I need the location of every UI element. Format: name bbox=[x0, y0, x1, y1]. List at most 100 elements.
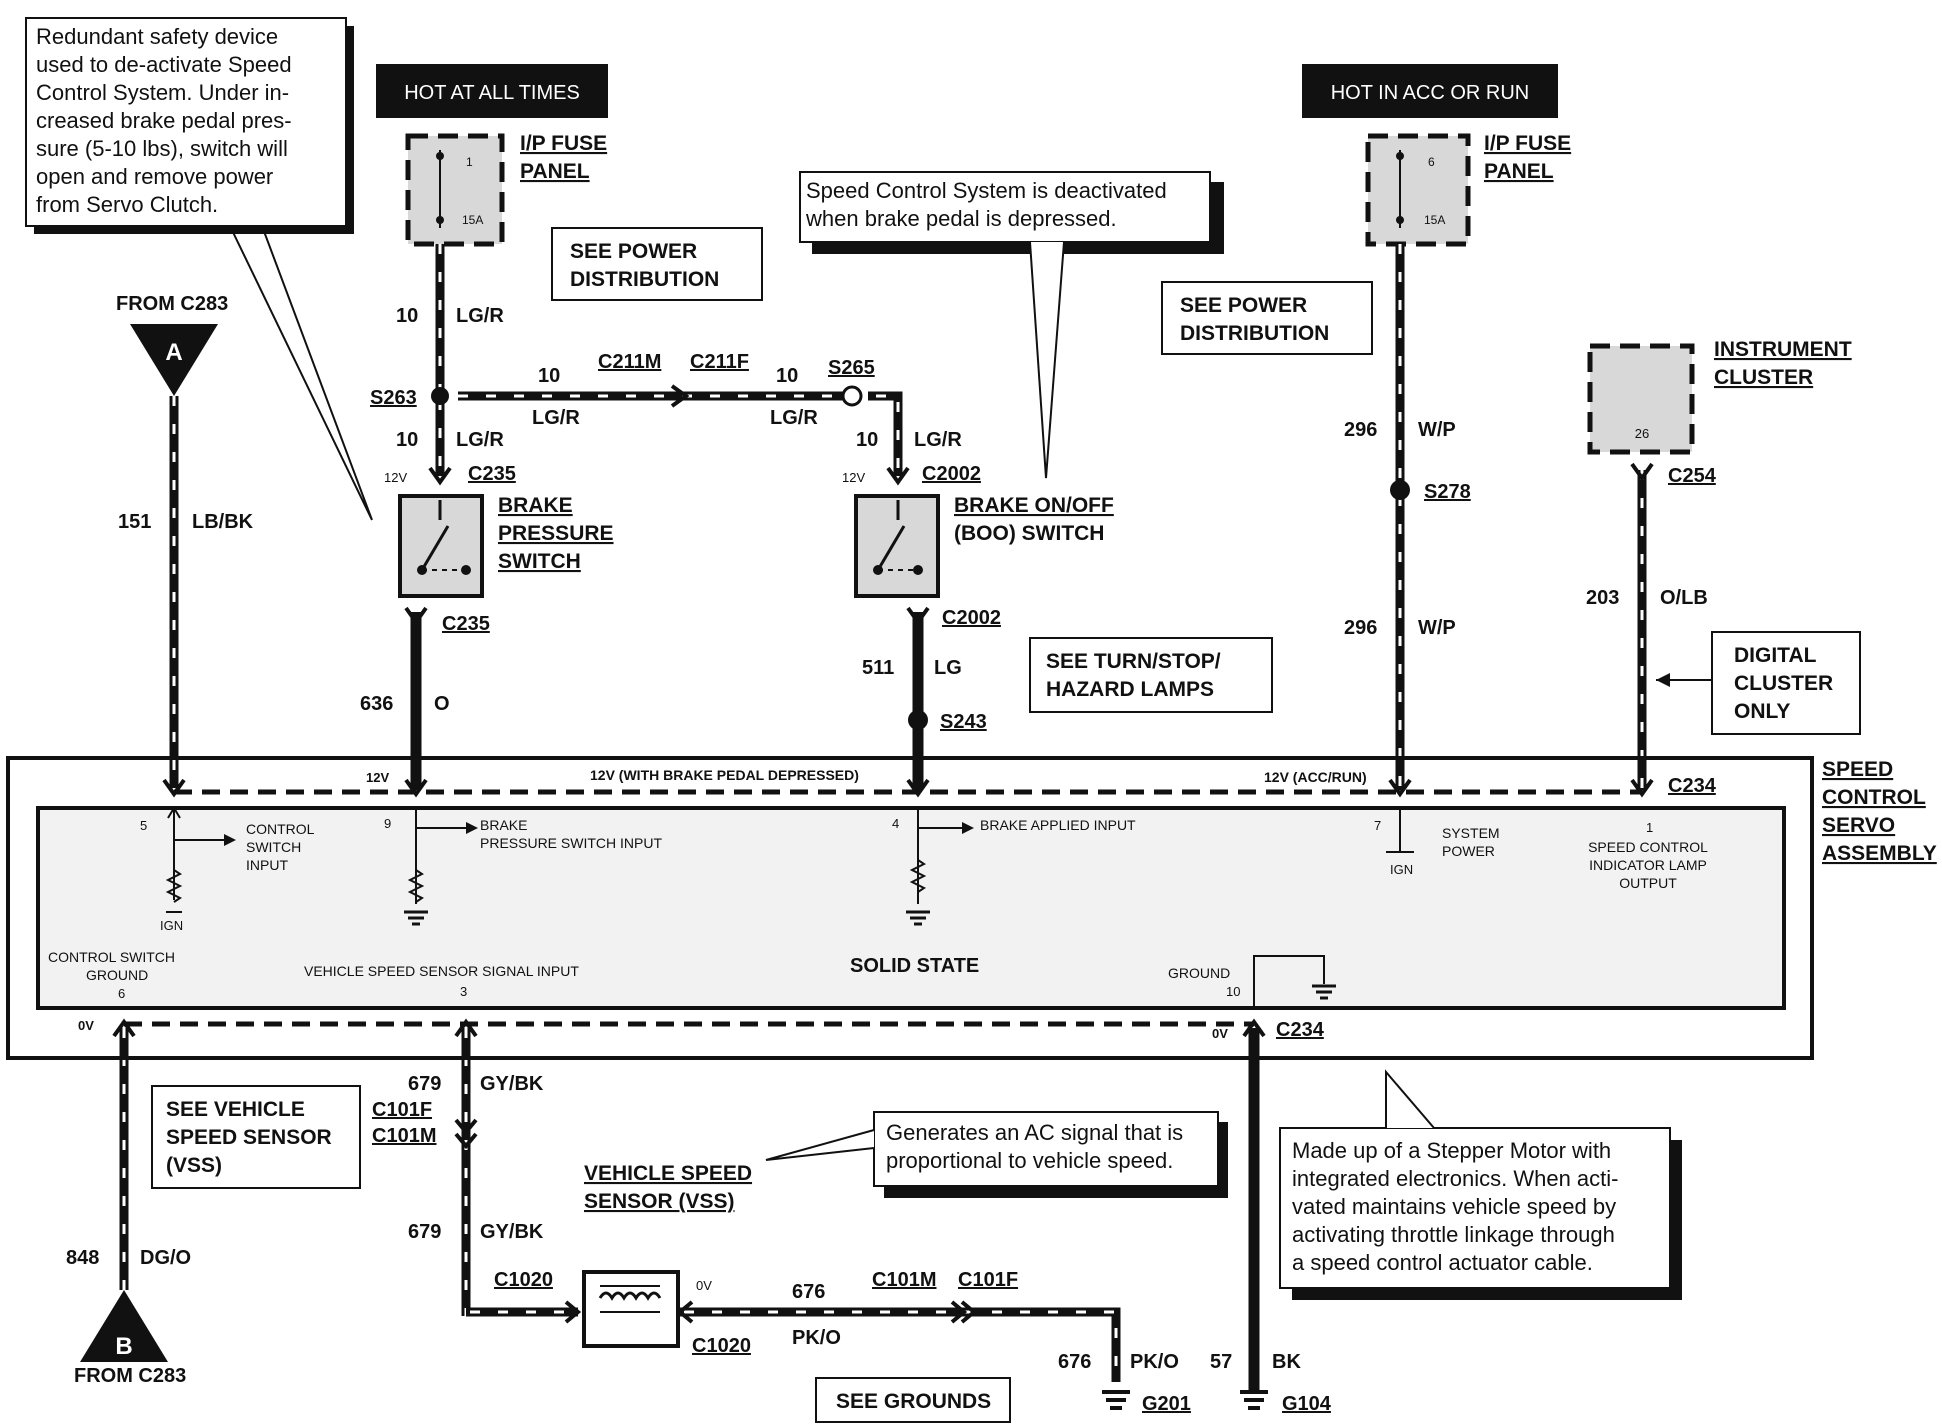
svg-text:SOLID STATE: SOLID STATE bbox=[850, 955, 979, 977]
note-stepper-motor: Made up of a Stepper Motor with integrat… bbox=[1279, 1069, 1682, 1300]
svg-text:SPEED SENSOR: SPEED SENSOR bbox=[166, 1126, 332, 1149]
svg-text:IGN: IGN bbox=[160, 918, 183, 933]
svg-text:integrated electronics. When a: integrated electronics. When acti- bbox=[1292, 1166, 1619, 1191]
svg-text:ASSEMBLY: ASSEMBLY bbox=[1822, 842, 1937, 865]
wire-labels: 151 LB/BK 10 LG/R 10 LG/R 10 LG/R 10 LG/… bbox=[66, 305, 1708, 1373]
header-hot-acc-run: HOT IN ACC OR RUN bbox=[1302, 64, 1558, 118]
wires bbox=[119, 244, 1647, 1390]
svg-text:4: 4 bbox=[892, 816, 899, 831]
svg-text:9: 9 bbox=[384, 816, 391, 831]
svg-text:BRAKE APPLIED INPUT: BRAKE APPLIED INPUT bbox=[980, 817, 1136, 833]
svg-text:I/P FUSE: I/P FUSE bbox=[1484, 132, 1571, 155]
splice-s243 bbox=[908, 710, 928, 730]
svg-text:SEE POWER: SEE POWER bbox=[570, 240, 697, 263]
splice-s263 bbox=[431, 387, 449, 405]
svg-text:12V: 12V bbox=[366, 770, 389, 785]
svg-text:0V: 0V bbox=[696, 1278, 712, 1293]
svg-text:OUTPUT: OUTPUT bbox=[1619, 875, 1677, 891]
svg-text:C101F: C101F bbox=[958, 1269, 1018, 1291]
svg-text:1: 1 bbox=[1646, 820, 1653, 835]
svg-text:activating throttle linkage th: activating throttle linkage through bbox=[1292, 1222, 1615, 1247]
from-c283-a: FROM C283 A bbox=[116, 293, 228, 396]
svg-text:FROM C283: FROM C283 bbox=[74, 1365, 186, 1387]
svg-text:296: 296 bbox=[1344, 419, 1377, 441]
svg-text:LG: LG bbox=[934, 657, 962, 679]
brake-pressure-switch: BRAKE PRESSURE SWITCH bbox=[398, 494, 614, 598]
svg-text:BK: BK bbox=[1272, 1351, 1301, 1373]
svg-text:Speed Control System is deacti: Speed Control System is deactivated bbox=[806, 178, 1167, 203]
svg-text:10: 10 bbox=[1226, 984, 1240, 999]
svg-text:GROUND: GROUND bbox=[86, 967, 148, 983]
fuse-panel-1: 1 15A I/P FUSE PANEL bbox=[405, 132, 607, 247]
svg-text:B: B bbox=[115, 1333, 132, 1360]
speed-control-servo-assembly: SPEED CONTROL SERVO ASSEMBLY 12V 12V (WI… bbox=[6, 756, 1937, 1060]
svg-text:INSTRUMENT: INSTRUMENT bbox=[1714, 338, 1852, 361]
svg-text:BRAKE: BRAKE bbox=[480, 817, 527, 833]
svg-text:C101M: C101M bbox=[372, 1125, 436, 1147]
svg-text:vated maintains vehicle speed: vated maintains vehicle speed by bbox=[1292, 1194, 1616, 1219]
from-c283-b: B FROM C283 bbox=[74, 1290, 186, 1387]
svg-text:DISTRIBUTION: DISTRIBUTION bbox=[570, 268, 719, 291]
svg-text:676: 676 bbox=[1058, 1351, 1091, 1373]
svg-text:S243: S243 bbox=[940, 711, 987, 733]
svg-text:6: 6 bbox=[1428, 155, 1435, 169]
ref-power-distribution-2: SEE POWER DISTRIBUTION bbox=[1161, 281, 1373, 355]
svg-text:DIGITAL: DIGITAL bbox=[1734, 644, 1817, 667]
svg-text:26: 26 bbox=[1635, 426, 1649, 441]
svg-text:G104: G104 bbox=[1282, 1393, 1332, 1415]
svg-text:6: 6 bbox=[118, 986, 125, 1001]
svg-text:3: 3 bbox=[460, 984, 467, 999]
svg-text:proportional to vehicle speed.: proportional to vehicle speed. bbox=[886, 1148, 1173, 1173]
svg-text:IGN: IGN bbox=[1390, 862, 1413, 877]
svg-text:SENSOR (VSS): SENSOR (VSS) bbox=[584, 1190, 735, 1213]
splices: S263 S265 S243 S278 bbox=[370, 357, 1471, 733]
svg-text:INPUT: INPUT bbox=[246, 857, 288, 873]
svg-text:(VSS): (VSS) bbox=[166, 1154, 222, 1177]
svg-text:DISTRIBUTION: DISTRIBUTION bbox=[1180, 322, 1329, 345]
svg-text:636: 636 bbox=[360, 693, 393, 715]
svg-text:SEE POWER: SEE POWER bbox=[1180, 294, 1307, 317]
svg-text:VEHICLE SPEED SENSOR SIGNAL IN: VEHICLE SPEED SENSOR SIGNAL INPUT bbox=[304, 963, 579, 979]
svg-text:7: 7 bbox=[1374, 818, 1381, 833]
svg-text:O: O bbox=[434, 693, 450, 715]
ref-grounds: SEE GROUNDS bbox=[815, 1377, 1011, 1423]
svg-text:CLUSTER: CLUSTER bbox=[1714, 366, 1813, 389]
connector-c211 bbox=[670, 384, 690, 408]
svg-text:SYSTEM: SYSTEM bbox=[1442, 825, 1500, 841]
note-deactivated: Speed Control System is deactivated when… bbox=[799, 171, 1224, 479]
ground-g201: G201 bbox=[1102, 1390, 1191, 1415]
note-ac-signal: Generates an AC signal that is proportio… bbox=[765, 1111, 1228, 1198]
svg-text:0V: 0V bbox=[78, 1018, 94, 1033]
svg-text:PK/O: PK/O bbox=[792, 1327, 841, 1349]
svg-text:FROM C283: FROM C283 bbox=[116, 293, 228, 315]
svg-text:INDICATOR LAMP: INDICATOR LAMP bbox=[1589, 857, 1707, 873]
svg-text:C234: C234 bbox=[1668, 775, 1717, 797]
svg-text:SPEED CONTROL: SPEED CONTROL bbox=[1588, 839, 1708, 855]
svg-text:PK/O: PK/O bbox=[1130, 1351, 1179, 1373]
svg-text:LG/R: LG/R bbox=[770, 407, 818, 429]
svg-text:C234: C234 bbox=[1276, 1019, 1325, 1041]
svg-text:C1020: C1020 bbox=[692, 1335, 751, 1357]
svg-text:1: 1 bbox=[466, 155, 473, 169]
svg-text:A: A bbox=[165, 339, 182, 366]
svg-text:S265: S265 bbox=[828, 357, 875, 379]
svg-text:(BOO) SWITCH: (BOO) SWITCH bbox=[954, 522, 1104, 545]
svg-text:C235: C235 bbox=[442, 613, 490, 635]
svg-text:ONLY: ONLY bbox=[1734, 700, 1790, 723]
svg-text:12V (WITH BRAKE PEDAL DEPRESSE: 12V (WITH BRAKE PEDAL DEPRESSED) bbox=[590, 767, 859, 783]
svg-text:PANEL: PANEL bbox=[1484, 160, 1554, 183]
svg-text:SWITCH: SWITCH bbox=[498, 550, 581, 573]
svg-text:C2002: C2002 bbox=[922, 463, 981, 485]
note-line: sure (5-10 lbs), switch will bbox=[36, 136, 288, 161]
brake-on-off-switch: BRAKE ON/OFF (BOO) SWITCH bbox=[854, 494, 1114, 598]
svg-text:C254: C254 bbox=[1668, 465, 1717, 487]
splice-s265 bbox=[841, 385, 863, 407]
svg-text:10: 10 bbox=[396, 305, 418, 327]
svg-text:679: 679 bbox=[408, 1073, 441, 1095]
svg-text:12V (ACC/RUN): 12V (ACC/RUN) bbox=[1264, 769, 1367, 785]
svg-text:SEE GROUNDS: SEE GROUNDS bbox=[836, 1390, 991, 1413]
svg-text:GROUND: GROUND bbox=[1168, 965, 1230, 981]
svg-text:5: 5 bbox=[140, 818, 147, 833]
svg-text:HAZARD LAMPS: HAZARD LAMPS bbox=[1046, 678, 1214, 701]
svg-text:LG/R: LG/R bbox=[456, 305, 504, 327]
